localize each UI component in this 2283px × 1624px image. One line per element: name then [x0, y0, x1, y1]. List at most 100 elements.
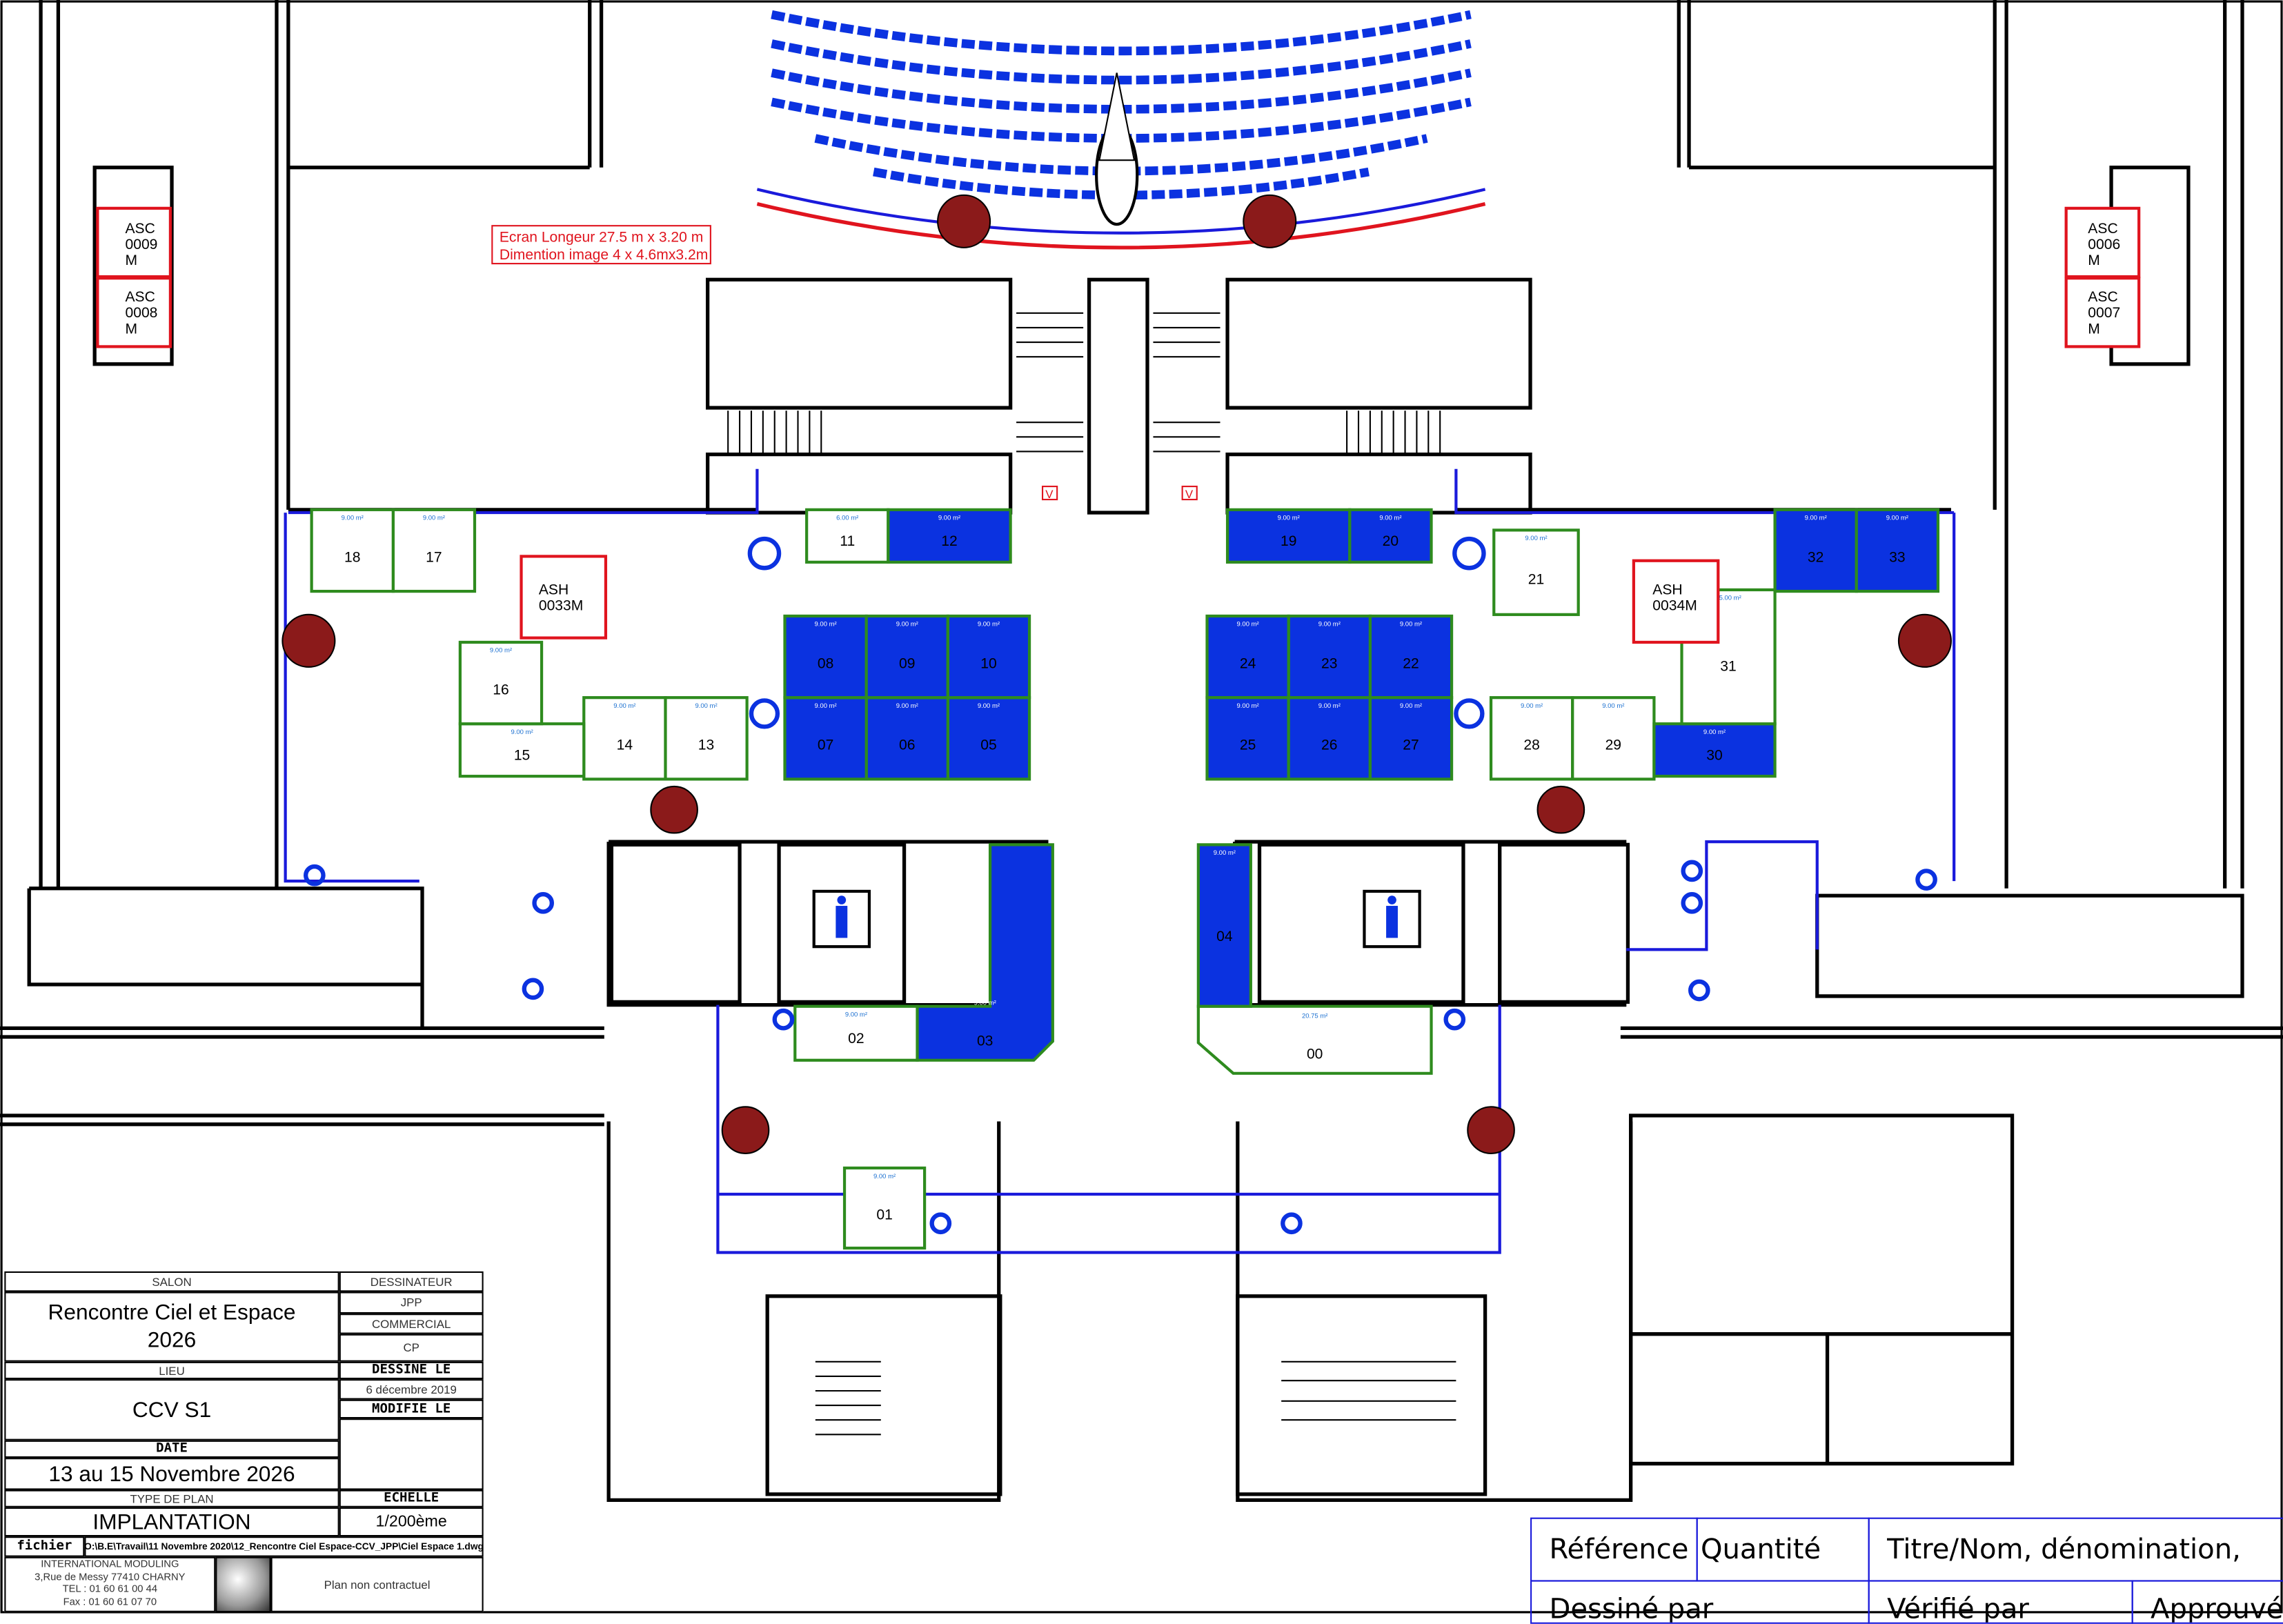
col-approuve: Approuvé: [2131, 1580, 2283, 1624]
booth-number: 04: [1216, 929, 1233, 944]
booth-area: 9.00 m²: [1602, 702, 1624, 710]
booth-area: 9.00 m²: [1278, 515, 1300, 522]
booth-outline[interactable]: [1855, 508, 1940, 593]
booth-area: 9.00 m²: [1525, 535, 1547, 542]
booth-outline[interactable]: [310, 508, 395, 593]
booth-area: 6.00 m²: [836, 515, 858, 522]
booth-number: 23: [1321, 656, 1337, 672]
booth-number: 26: [1321, 737, 1337, 753]
company-fax: Fax : 01 60 61 07 70: [63, 1596, 157, 1607]
booth-outline[interactable]: [582, 696, 667, 781]
company-tel: TEL : 01 60 61 00 44: [62, 1584, 158, 1595]
booth-number: 18: [344, 549, 360, 565]
booth-area: 9.00 m²: [1805, 515, 1827, 522]
salon-value: Rencontre Ciel et Espace 2026: [4, 1291, 339, 1362]
booth-outline[interactable]: [1287, 696, 1372, 781]
booth-outline[interactable]: [946, 614, 1031, 700]
company-address: 3,Rue de Messy 77410 CHARNY: [34, 1572, 186, 1583]
booth-area: 9.00 m²: [613, 702, 635, 710]
booth-number: 32: [1808, 549, 1824, 565]
projection-screen: [756, 201, 1486, 250]
booth-number: 01: [876, 1207, 892, 1222]
booth-outline[interactable]: [664, 696, 749, 781]
booth-area: 9.00 m²: [1886, 515, 1908, 522]
direction-arrow-icon: [1098, 72, 1136, 161]
booth-outline[interactable]: [458, 640, 544, 726]
col-quantite: Quantité: [1696, 1517, 1870, 1582]
booth-outline[interactable]: [1773, 508, 1858, 593]
booth-outline[interactable]: [783, 696, 868, 781]
booth-outline[interactable]: [391, 508, 477, 593]
booth-outline[interactable]: [805, 508, 890, 564]
booth-number: 00: [1307, 1047, 1323, 1062]
svg-text:V: V: [1185, 488, 1194, 501]
booth-number: 12: [941, 533, 957, 549]
booth-outline[interactable]: [1225, 508, 1352, 564]
booth-outline[interactable]: [1368, 696, 1454, 781]
booth-outline[interactable]: [1348, 508, 1433, 564]
booth-outline[interactable]: [887, 508, 1012, 564]
dessine-le-value: 6 décembre 2019: [339, 1379, 484, 1400]
booth-outline[interactable]: [1287, 614, 1372, 700]
booth-number: 05: [980, 737, 996, 753]
booth-outline[interactable]: [1196, 1004, 1433, 1075]
booth-number: 30: [1706, 748, 1722, 764]
booth-number: 07: [818, 737, 833, 753]
commercial-value: CP: [339, 1334, 484, 1362]
booth-number: 17: [426, 549, 442, 565]
booth-outline[interactable]: [1492, 528, 1580, 616]
booth-outline[interactable]: [1489, 696, 1574, 781]
booth-32[interactable]: 9.00 m² 32: [1773, 508, 1858, 593]
commercial-label: COMMERCIAL: [339, 1314, 484, 1334]
accessibility-icons: [304, 536, 1937, 1235]
booth-outline[interactable]: [916, 843, 1054, 1062]
booth-number: 15: [514, 748, 530, 764]
booth-outline[interactable]: [1196, 843, 1252, 1008]
type-value: IMPLANTATION: [4, 1507, 339, 1537]
booth-outline[interactable]: [1652, 722, 1777, 778]
booth-number: 16: [493, 682, 508, 698]
booth-outline[interactable]: [842, 1166, 927, 1250]
booth-29[interactable]: 9.00 m² 29: [1571, 696, 1656, 781]
booth-number: 29: [1605, 737, 1621, 753]
booth-outline[interactable]: [783, 614, 868, 700]
col-dessine-par: Dessiné par: [1530, 1580, 1870, 1624]
fichier-label: fichier: [4, 1536, 85, 1557]
